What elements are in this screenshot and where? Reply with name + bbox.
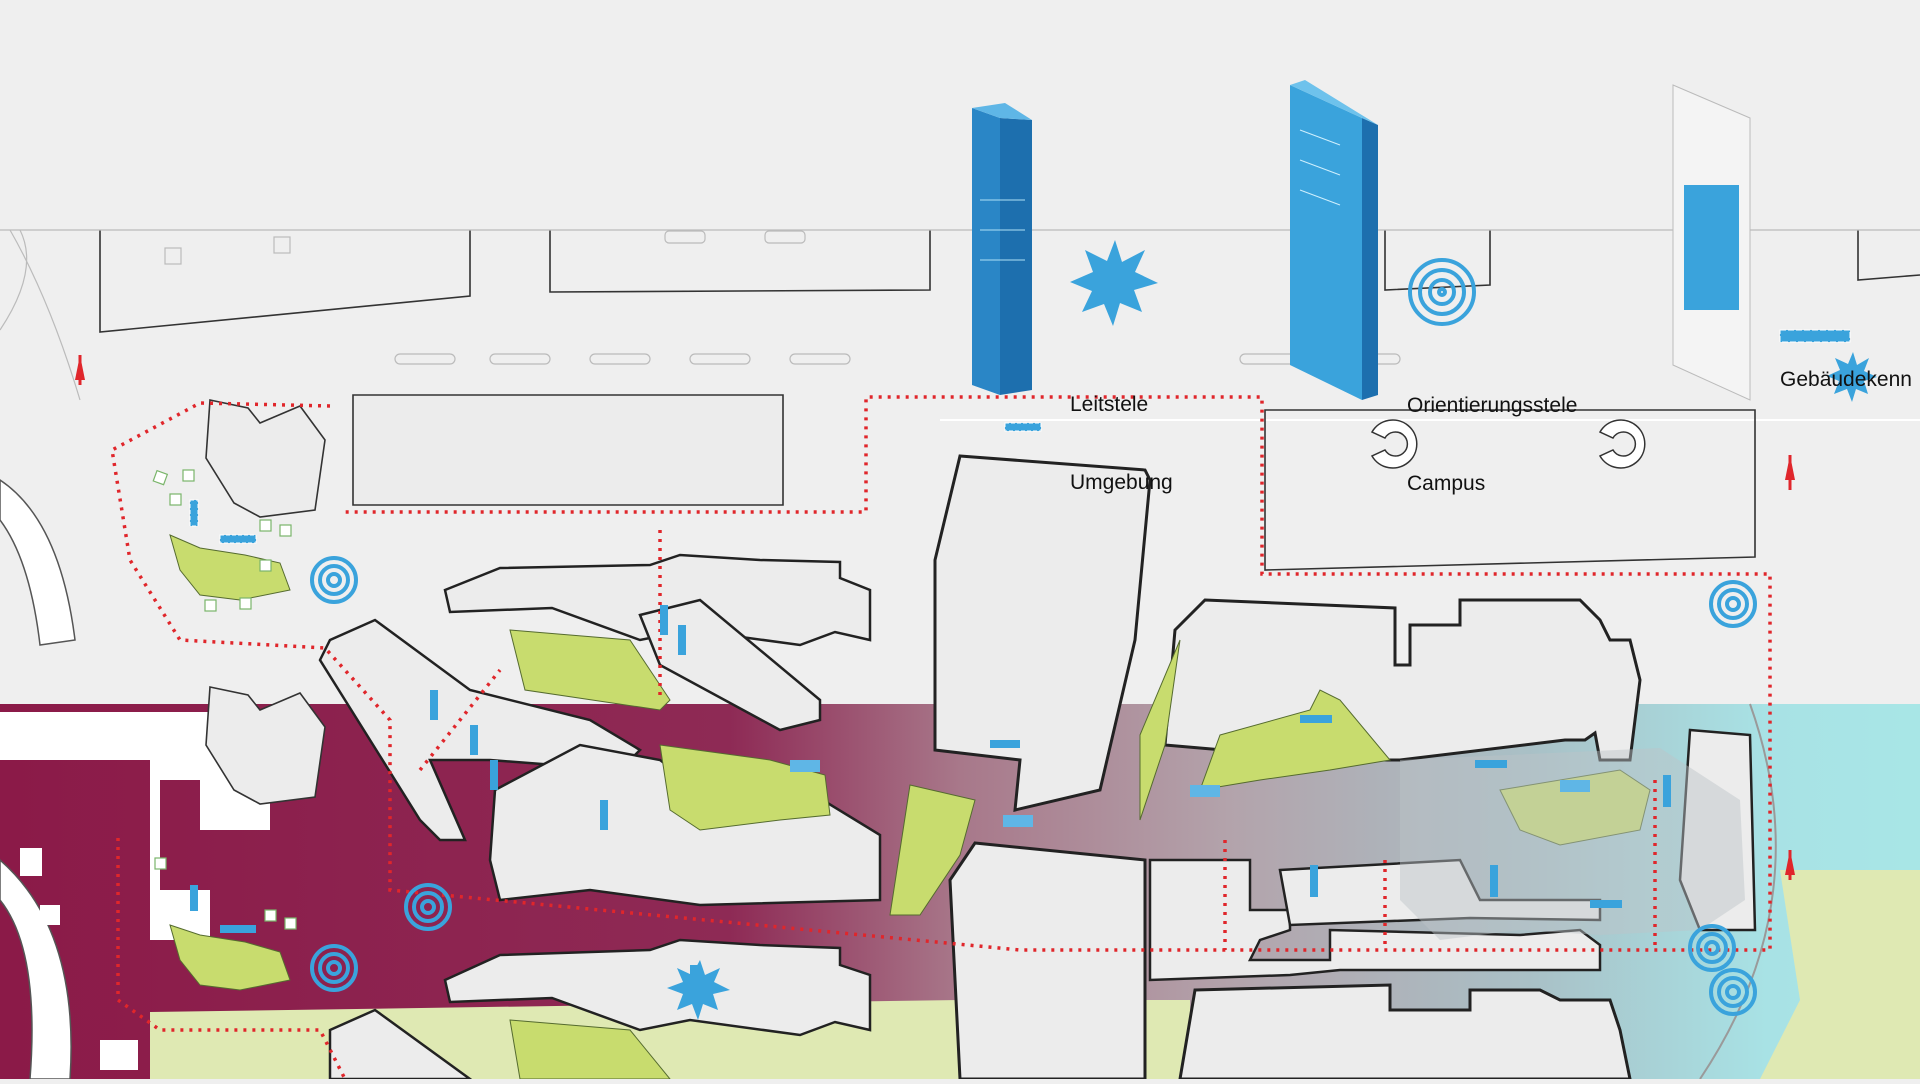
target-icon xyxy=(310,944,358,992)
building-diagonal-5 xyxy=(443,938,872,1037)
building-diagonal-1 xyxy=(443,553,872,647)
starburst-icon xyxy=(1827,352,1877,402)
entrance-ring xyxy=(1370,419,1646,469)
target-icon xyxy=(404,883,452,931)
sign-gebaeude xyxy=(1672,84,1751,401)
path-curve xyxy=(1699,703,1777,1080)
label-orient-line1: Orientierungsstele xyxy=(1407,394,1578,417)
starburst-icon xyxy=(1070,240,1158,326)
sign-orientierungsstele xyxy=(1290,80,1378,400)
platform-grey xyxy=(1400,748,1745,940)
building-central-south xyxy=(948,841,1147,1081)
label-leitstele-line1: Leitstele xyxy=(1070,393,1149,416)
label-leitstele: Leitstele Umgebung xyxy=(1070,340,1173,522)
building-central-mid xyxy=(1148,858,1602,982)
small-building xyxy=(100,1040,138,1070)
building-left-curve xyxy=(0,479,76,646)
target-icon xyxy=(1709,968,1757,1016)
target-icon xyxy=(310,556,358,604)
building-parking xyxy=(352,394,784,506)
pavilion-lower xyxy=(205,686,326,805)
label-orientierungsstele: Orientierungsstele Campus xyxy=(1407,341,1577,523)
street-buildings xyxy=(99,230,1920,333)
starburst-icon xyxy=(667,960,730,1020)
target-icon xyxy=(1709,580,1757,628)
sign-leitstele xyxy=(972,103,1032,395)
small-building xyxy=(20,848,42,876)
street-details xyxy=(0,229,1920,421)
small-building xyxy=(40,905,60,925)
building-central-mid-2 xyxy=(1278,858,1602,927)
green-areas xyxy=(169,534,1651,1080)
label-gebaeude: Gebäudekenn xyxy=(1780,368,1912,391)
target-icon xyxy=(1408,258,1476,326)
pavilion xyxy=(205,399,326,518)
label-leitstele-line2: Umgebung xyxy=(1070,471,1173,494)
route-lines xyxy=(110,395,1772,1080)
route-arrows xyxy=(75,355,1795,880)
building-outline-right xyxy=(1264,409,1756,571)
target-icon xyxy=(1688,924,1736,972)
building-white-block xyxy=(0,712,270,940)
label-orient-line2: Campus xyxy=(1407,472,1486,495)
building-central-north xyxy=(933,454,1152,812)
seating-squares xyxy=(152,469,297,930)
lawn-area-right xyxy=(1760,870,1920,1079)
